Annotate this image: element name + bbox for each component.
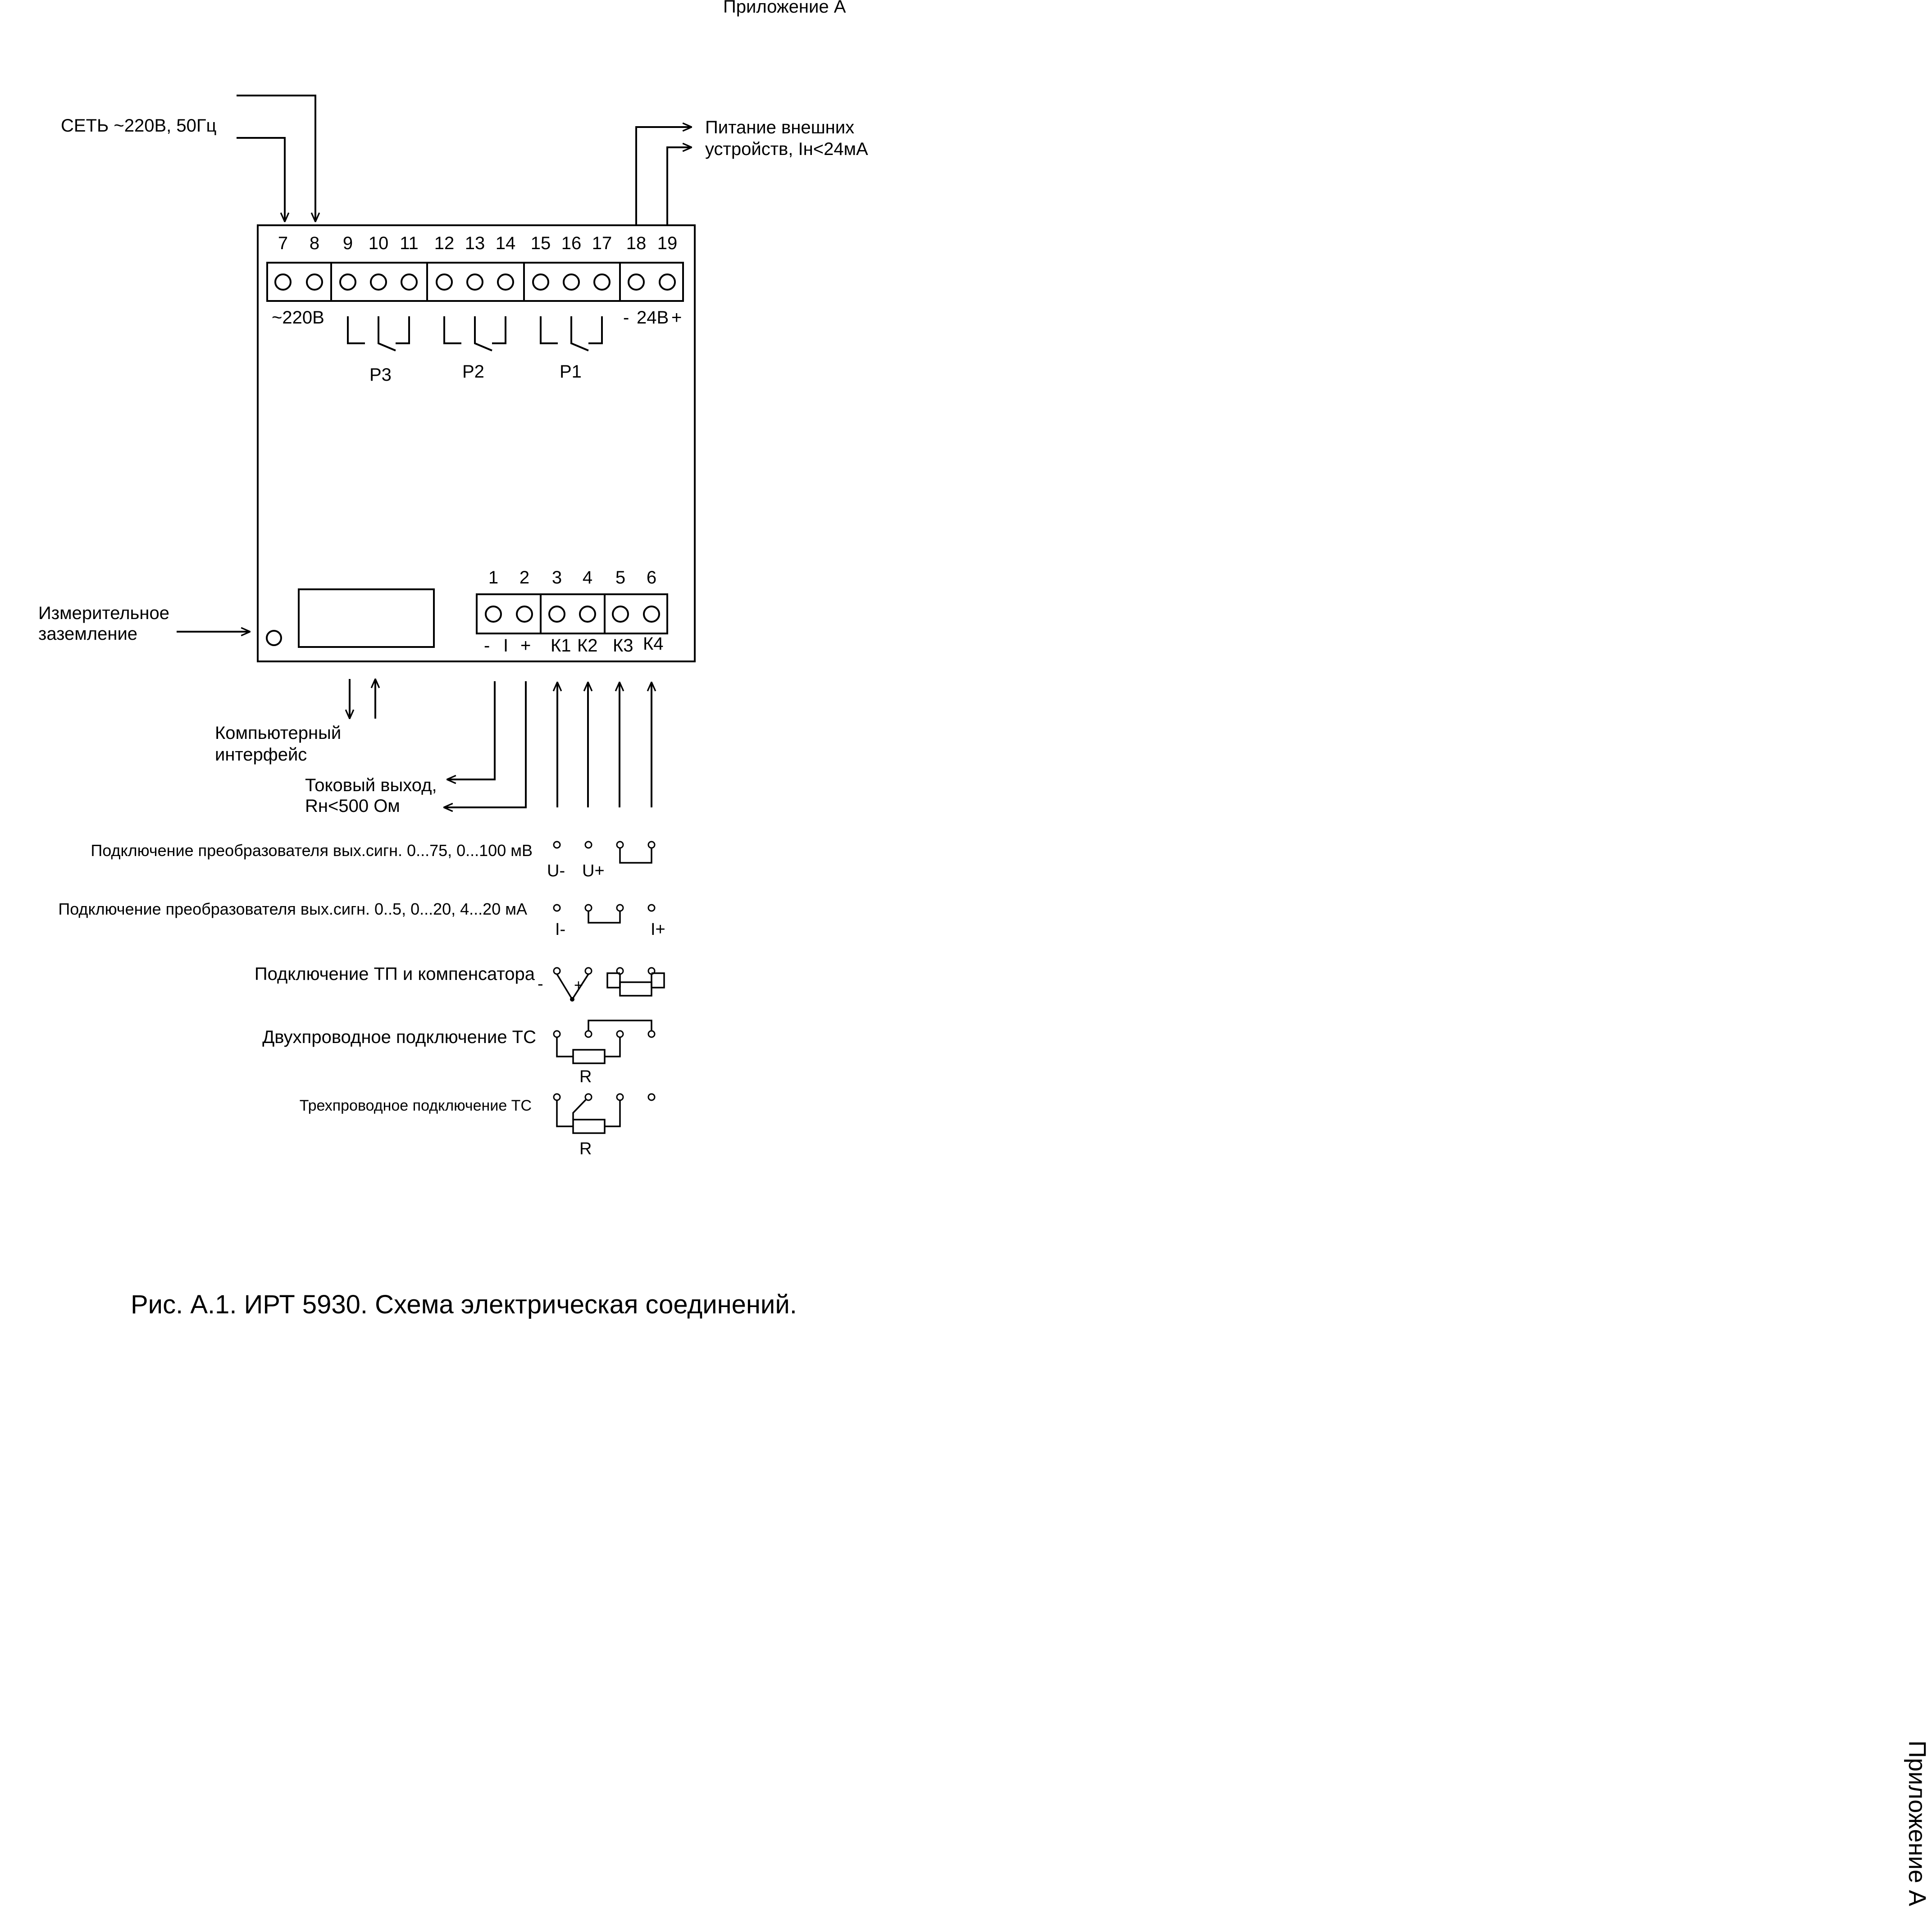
bottom-terminal-number: 4: [583, 568, 592, 588]
bottom-sublabel-k1: К1: [551, 636, 571, 656]
connection-tc-label: Подключение ТП и компенсатора: [255, 964, 535, 984]
bottom-terminal-number: 3: [552, 568, 562, 588]
pc-interface-arrows: [350, 679, 375, 719]
top-terminal-screw[interactable]: [593, 273, 611, 291]
bottom-sublabel-i: I: [503, 636, 508, 656]
top-terminal-screw[interactable]: [436, 273, 453, 291]
ground-label-line2: заземление: [38, 624, 137, 644]
top-terminal-screw[interactable]: [339, 273, 356, 291]
top-terminal-number: 18: [626, 233, 647, 253]
connection-rtd3-scheme: [553, 1093, 656, 1134]
connection-tc-mark-minus: -: [538, 975, 543, 993]
top-terminal-number: 19: [657, 233, 678, 253]
bottom-sublabel-k2: К2: [577, 636, 598, 656]
top-terminal-number: 8: [310, 233, 319, 253]
bottom-terminal-screw[interactable]: [485, 606, 502, 623]
top-terminal-screw[interactable]: [466, 273, 483, 291]
bottom-sublabel-k4: К4: [643, 634, 664, 654]
bottom-terminal-screw[interactable]: [516, 606, 533, 623]
top-terminal-screw[interactable]: [274, 273, 292, 291]
top-terminal-screw[interactable]: [370, 273, 387, 291]
connection-mv-label: Подключение преобразователя вых.сигн. 0.…: [91, 841, 533, 860]
top-terminal-number: 17: [592, 233, 612, 253]
pc-label-line1: Компьютерный: [215, 723, 341, 743]
current-out-label-line1: Токовый выход,: [305, 775, 437, 795]
bottom-terminal-screw[interactable]: [643, 606, 660, 623]
relay-label-p2: Р2: [462, 362, 484, 382]
dc-minus-label: -: [623, 308, 629, 328]
bottom-sublabel-minus: -: [484, 636, 490, 656]
top-terminal-number: 10: [369, 233, 389, 253]
device-housing: [257, 224, 696, 662]
relay-contact-p1: [540, 316, 603, 351]
sensor-input-arrows: [557, 682, 652, 807]
bottom-terminal-screw[interactable]: [612, 606, 629, 623]
ac-supply-label: ~220В: [272, 308, 324, 328]
top-terminal-number: 11: [400, 233, 419, 253]
mains-wires: [237, 95, 315, 222]
top-terminal-screw[interactable]: [497, 273, 514, 291]
top-terminal-screw[interactable]: [628, 273, 645, 291]
top-terminal-number: 16: [561, 233, 582, 253]
top-terminal-screw[interactable]: [659, 273, 676, 291]
top-terminal-screw[interactable]: [532, 273, 549, 291]
current-output-wires: [444, 681, 527, 807]
bottom-terminals: 1 2 3 4 5 6: [485, 568, 660, 623]
connection-mv-mark-u-minus: U-: [547, 861, 565, 880]
top-terminal-screw[interactable]: [401, 273, 418, 291]
dc-supply-label: 24В: [637, 308, 669, 328]
connection-mv-scheme: [553, 841, 656, 864]
connection-ma-label: Подключение преобразователя вых.сигн. 0.…: [58, 900, 527, 918]
top-terminal-number: 14: [496, 233, 516, 253]
interface-connector: [298, 588, 435, 648]
bottom-terminal-number: 5: [615, 568, 625, 588]
relay-label-p1: Р1: [560, 362, 582, 382]
bottom-terminal-number: 1: [488, 568, 498, 588]
connection-rtd2-label: Двухпроводное подключение ТС: [262, 1027, 536, 1047]
current-out-label-line2: Rн<500 Ом: [305, 796, 400, 816]
top-terminal-number: 7: [278, 233, 288, 253]
page-header: Приложение А: [723, 0, 846, 17]
top-terminals: 7 8 9 10 11 12 13 14 15 16 17 18 19: [274, 233, 678, 291]
top-terminal-number: 13: [465, 233, 485, 253]
ext-power-label-line1: Питание внешних: [705, 118, 854, 137]
connection-tc-mark-plus: +: [574, 977, 583, 994]
ground-terminal[interactable]: [266, 630, 282, 646]
bottom-terminal-screw[interactable]: [548, 606, 565, 623]
connection-ma-mark-i-plus: I+: [651, 920, 665, 939]
top-terminal-number: 9: [343, 233, 353, 253]
side-label: Приложение А: [1904, 1740, 1931, 1906]
connection-mv-mark-u-plus: U+: [582, 861, 605, 880]
relay-contact-p3: [347, 316, 410, 351]
top-terminal-number: 12: [434, 233, 455, 253]
bottom-terminal-block: [476, 593, 668, 634]
pc-label-line2: интерфейс: [215, 745, 307, 765]
connection-rtd2-mark-r: R: [579, 1067, 592, 1086]
bottom-terminal-number: 2: [519, 568, 529, 588]
connection-tc-scheme: [553, 967, 665, 1002]
dc-plus-label: +: [671, 308, 682, 328]
bottom-terminal-number: 6: [647, 568, 656, 588]
bottom-terminal-screw[interactable]: [579, 606, 596, 623]
relay-label-p3: Р3: [369, 365, 392, 385]
top-terminal-block: [266, 262, 684, 302]
relay-contact-p2: [443, 316, 506, 351]
connection-ma-scheme: [553, 904, 656, 924]
top-terminal-number: 15: [531, 233, 551, 253]
connection-rtd3-mark-r: R: [579, 1139, 592, 1158]
top-terminal-screw[interactable]: [563, 273, 580, 291]
figure-caption: Рис. А.1. ИРТ 5930. Схема электрическая …: [131, 1290, 797, 1319]
top-terminal-screw[interactable]: [306, 273, 323, 291]
connection-rtd3-label: Трехпроводное подключение ТС: [300, 1097, 532, 1114]
mains-label: СЕТЬ ~220В, 50Гц: [61, 116, 216, 136]
ext-power-label-line2: устройств, Iн<24мА: [705, 139, 868, 159]
connection-ma-mark-i-minus: I-: [555, 920, 565, 939]
connection-rtd2-scheme: [553, 1020, 656, 1064]
bottom-sublabel-plus: +: [520, 636, 531, 656]
bottom-sublabel-k3: К3: [613, 636, 633, 656]
ground-label-line1: Измерительное: [38, 603, 169, 623]
ext-power-wires: [635, 127, 692, 225]
